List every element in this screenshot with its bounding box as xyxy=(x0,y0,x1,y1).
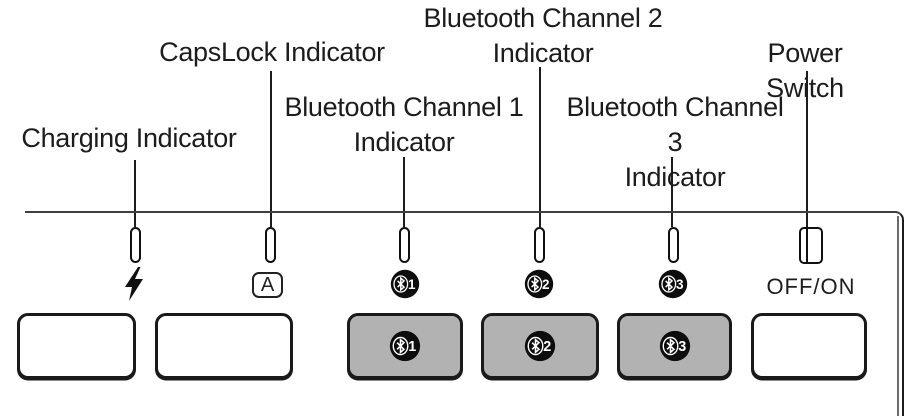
bluetooth-channel-2-key-icon: 2 xyxy=(524,330,556,362)
lightning-bolt-icon xyxy=(125,267,143,301)
leader-line-bluetooth-2 xyxy=(539,67,541,227)
label-power-switch: Power Switch xyxy=(766,38,844,103)
bluetooth-channel-3-icon: 3 xyxy=(658,269,688,299)
bluetooth-3-led xyxy=(668,227,679,263)
key-blank-3 xyxy=(751,313,867,379)
label-bluetooth-channel-2-indicator: Bluetooth Channel 2 Indicator xyxy=(423,3,663,68)
charging-led xyxy=(130,227,141,263)
key-bluetooth-2: 2 xyxy=(481,313,599,379)
capslock-letter: A xyxy=(260,273,275,296)
device-right-edge xyxy=(897,216,899,416)
bluetooth-3-key-number: 3 xyxy=(678,339,686,355)
key-blank-1 xyxy=(17,313,136,379)
label-bluetooth-channel-1-indicator: Bluetooth Channel 1 Indicator xyxy=(284,92,524,157)
bluetooth-1-number: 1 xyxy=(408,277,416,292)
capslock-icon: A xyxy=(252,272,283,298)
bluetooth-3-number: 3 xyxy=(676,277,684,292)
bluetooth-channel-3-key-icon: 3 xyxy=(659,330,690,362)
power-switch xyxy=(799,227,823,264)
leader-line-bluetooth-3 xyxy=(671,157,673,227)
bluetooth-2-key-number: 2 xyxy=(543,339,551,355)
label-bluetooth-channel-3-indicator: Bluetooth Channel 3 Indicator xyxy=(566,92,784,192)
leader-line-capslock xyxy=(270,71,272,227)
capslock-led xyxy=(265,227,276,263)
bluetooth-1-key-number: 1 xyxy=(408,339,416,355)
device-top-edge xyxy=(25,211,904,416)
label-charging-indicator: Charging Indicator xyxy=(21,123,237,153)
leader-line-charging xyxy=(134,160,136,227)
leader-line-power-switch xyxy=(806,71,808,227)
leader-line-bluetooth-1 xyxy=(403,157,405,227)
key-bluetooth-3: 3 xyxy=(617,313,732,379)
bluetooth-channel-2-icon: 2 xyxy=(524,269,554,299)
power-switch-knob xyxy=(805,229,808,262)
label-capslock-indicator: CapsLock Indicator xyxy=(159,37,385,67)
bluetooth-channel-1-icon: 1 xyxy=(390,269,420,299)
power-switch-offon-label: OFF/ON xyxy=(766,274,856,299)
key-bluetooth-1: 1 xyxy=(347,313,463,379)
bluetooth-2-led xyxy=(534,227,545,263)
bluetooth-2-number: 2 xyxy=(542,277,550,292)
bluetooth-channel-1-key-icon: 1 xyxy=(389,330,421,362)
key-blank-2 xyxy=(155,313,293,379)
bluetooth-1-led xyxy=(399,227,410,263)
